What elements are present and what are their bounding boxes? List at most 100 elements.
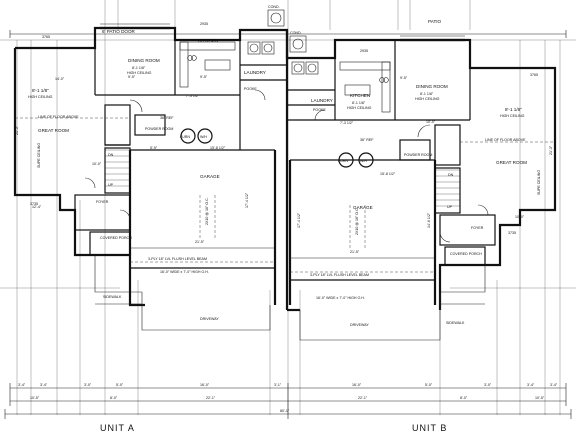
dim-16-0-b: 16'-0" (352, 383, 362, 387)
beam-label-b: 3-PLY 18" LVL FLUSH LEVEL BEAM (310, 273, 369, 277)
dim-a-3735: 3735 (30, 202, 38, 206)
dim-8-0-a: 8'-0" (110, 396, 118, 400)
super-ceiling-a: SUPE CEILING (37, 143, 41, 168)
garage-label-b: GARAGE (353, 205, 373, 210)
beam-label-a: 3-PLY 18" LVL FLUSH LEVEL BEAM (148, 257, 207, 261)
floor-above-label-a: LINE OF FLOOR ABOVE (38, 115, 79, 119)
dim-a-9-5: 9'-5" (128, 75, 136, 79)
dim-80-1-total: 80'-1" (280, 409, 290, 413)
dim-b-21-3: 21'-3" (549, 145, 553, 155)
stair-up-label-b: UP (447, 205, 453, 209)
dining-ceiling-a: 8'-1 1/8" (132, 66, 146, 70)
dim-b-14-6: 14'-6 1/2" (427, 212, 431, 228)
dim-5-0-a: 5'-0" (116, 383, 124, 387)
great-room-ceiling-b: 8'-1 1/8" (505, 107, 522, 112)
pooke-label-a: POOKE (244, 87, 257, 91)
kitchen-ceiling-b: 8'-1 1/8" (352, 101, 366, 105)
dim-3-1: 3'-1" (274, 383, 282, 387)
dim-a-14-0: 14'-0" (55, 77, 65, 81)
dining-high-ceiling-a: HIGH CEILING (127, 71, 152, 75)
bottom-dimensions: 3'-4" 3'-4" 3'-0" 5'-0" 16'-0" 3'-1" 16'… (18, 383, 558, 413)
dim-a-12-4: 12'-4" (32, 205, 42, 209)
dim-b-7-3: 7'-3 1/2" (340, 121, 354, 125)
dining-ceiling-b: 8'-1 1/8" (420, 92, 434, 96)
dim-b-3735: 3735 (508, 231, 516, 235)
unit-labels: UNIT A UNIT B (100, 423, 447, 432)
dining-high-ceiling-b: HIGH CEILING (415, 97, 440, 101)
garage-door-label-b: 16'-0" WIDE x 7'-0" HIGH O.H. (316, 296, 365, 300)
dim-3-0-a: 3'-0" (84, 383, 92, 387)
kitchen-label-b: KITCHEN (350, 93, 370, 98)
powder-room-label-a: POWDER ROOM (145, 127, 173, 131)
dim-b-10-0-lower: 10'-0" (515, 215, 525, 219)
bottom-dimension-lines (4, 383, 572, 419)
dim-b-2935: 2935 (360, 49, 368, 53)
floor-above-label-b: LINE OF FLOOR ABOVE (485, 138, 526, 142)
covered-porch-label-b: COVERED PORCH (450, 252, 482, 256)
stair-up-label-a: UP (108, 183, 114, 187)
foyer-label-b: FOYER (471, 226, 484, 230)
cond-label-a: COND. (268, 5, 280, 9)
sidewalk-label-b: SIDEWALK (446, 321, 465, 325)
garage-door-label-a: 16'-0" WIDE x 7'-0" HIGH O.H. (160, 270, 209, 274)
dim-b-3765: 3765 (530, 73, 538, 77)
stair-dn-label-a: DN (108, 153, 114, 157)
great-room-ceiling-a: 8'-1 1/8" (32, 88, 49, 93)
room-labels: 6' PATIO DOOR PATIO COND. COND. DINING R… (28, 5, 541, 327)
kitchen-high-ceiling-b: HIGH CEILING (347, 106, 372, 110)
dim-b-17-4: 17'-4 1/2" (297, 212, 301, 228)
great-room-high-ceiling-b: HIGH CEILING (500, 114, 525, 118)
dim-3-4-b1: 3'-4" (527, 383, 535, 387)
laundry-label-a: LAUNDRY (244, 70, 266, 75)
interior-dimensions: 9'-5" 9'-5" 7'-3 1/2" 5'-9" 15'-8 1/2" 2… (15, 22, 553, 254)
dim-22-1-a: 22'-1" (206, 396, 216, 400)
dim-5-0-b: 5'-0" (425, 383, 433, 387)
foyer-label-a: FOYER (96, 200, 109, 204)
dim-16-0-a: 16'-0" (200, 383, 210, 387)
unit-b-walls (285, 30, 557, 341)
cond-label-b: COND. (290, 31, 302, 35)
ref-label-b: 36" REF (360, 138, 374, 142)
pooke-label-b: POOKE (313, 108, 326, 112)
dining-room-label-b: DINING ROOM (416, 84, 448, 89)
dim-22-1-b: 22'-1" (358, 396, 368, 400)
wh-label-b: W/H (360, 159, 367, 163)
ref-label-a: 36" REF (160, 116, 174, 120)
patio-door-label-a: 6' PATIO DOOR (102, 29, 136, 34)
great-room-label-b: GREAT ROOM (496, 160, 527, 165)
dim-a-3765: 3765 (42, 35, 50, 39)
dim-a-kitchen: 9'-5" (200, 75, 208, 79)
header-label-a: 2X10 @ 16" O.C. (205, 197, 209, 225)
dim-a-7-3: 7'-3 1/2" (186, 94, 200, 98)
great-room-high-ceiling-a: HIGH CEILING (28, 95, 53, 99)
dim-a-17-4: 17'-4 1/2" (245, 192, 249, 208)
dim-a-5-9: 5'-9" (150, 146, 158, 150)
patio-label: PATIO (428, 19, 442, 24)
kitchen-label-a: KITCHEN (198, 38, 218, 43)
dim-a-2935: 2935 (200, 22, 208, 26)
furn-label-b: FURN (338, 159, 348, 163)
dim-a-10-0: 10'-0" (92, 162, 102, 166)
furn-label-a: FURN (180, 135, 190, 139)
dim-b-15-8: 15'-8 1/2" (380, 172, 396, 176)
wh-label-a: W/H (200, 135, 207, 139)
covered-porch-label-a: COVERED PORCH (100, 236, 132, 240)
unit-a-walls (13, 9, 289, 331)
dim-b-9-5: 9'-5" (400, 76, 408, 80)
garage-label-a: GARAGE (200, 174, 220, 179)
dim-3-4-a1: 3'-4" (18, 383, 26, 387)
dim-10-5-b: 10'-5" (535, 396, 545, 400)
great-room-label-a: GREAT ROOM (38, 128, 69, 133)
dim-8-0-b: 8'-0" (460, 396, 468, 400)
dining-room-label-a: DINING ROOM (128, 58, 160, 63)
unit-b-label: UNIT B (412, 423, 447, 432)
dim-3-0-b: 3'-0" (484, 383, 492, 387)
dim-a-21-5: 21'-5" (195, 240, 205, 244)
driveway-label-b: DRIVEWAY (350, 323, 369, 327)
dim-a-21-3: 21'-3" (15, 125, 19, 135)
dim-b-10-0: 10'-0" (426, 120, 436, 124)
stair-dn-label-b: DN (448, 173, 454, 177)
super-ceiling-b: SUPE CEILING (537, 170, 541, 195)
powder-room-label-b: POWDER ROOM (404, 153, 432, 157)
